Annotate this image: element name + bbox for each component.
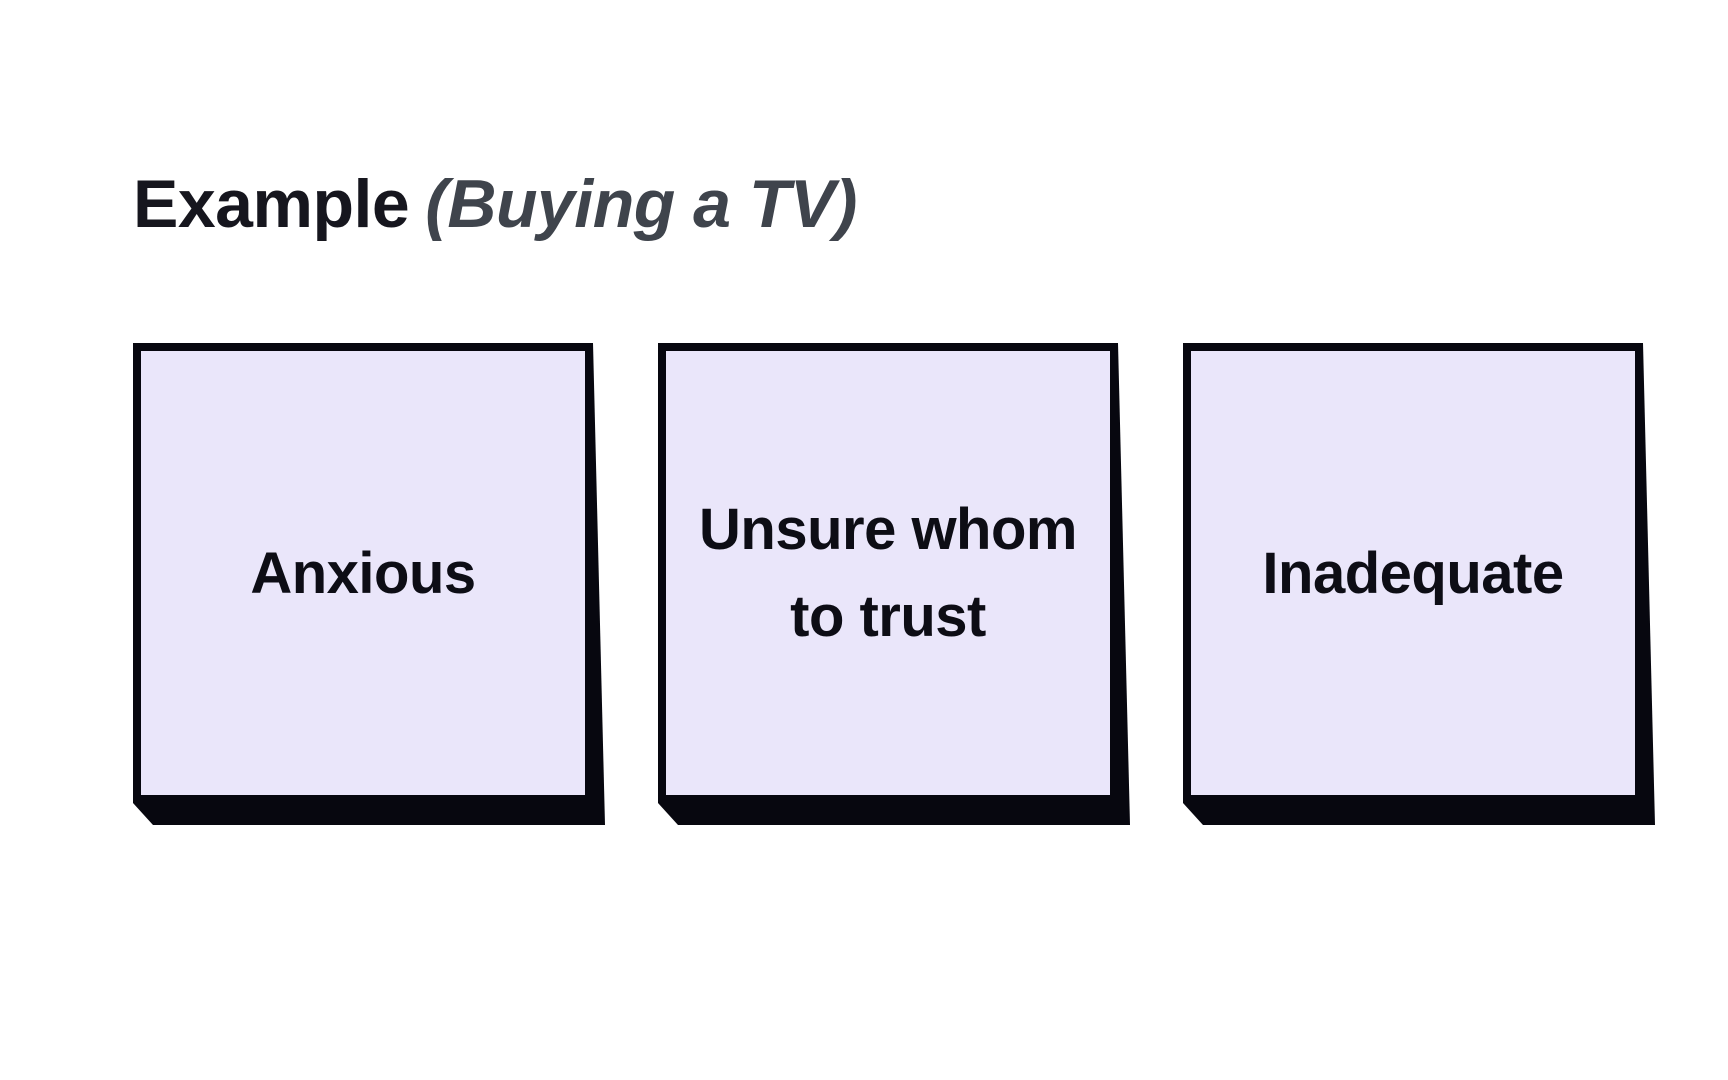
sticky-note-label: Inadequate xyxy=(1262,540,1564,606)
page-title: Example(Buying a TV) xyxy=(133,170,857,238)
sticky-note-face: Inadequate xyxy=(1183,343,1643,803)
sticky-note-label: Anxious xyxy=(250,540,476,606)
sticky-note-unsure-whom-to-trust: Unsure whom to trust xyxy=(658,343,1118,803)
sticky-note-anxious: Anxious xyxy=(133,343,593,803)
sticky-note-face: Anxious xyxy=(133,343,593,803)
page-title-main: Example xyxy=(133,166,410,242)
sticky-note-inadequate: Inadequate xyxy=(1183,343,1643,803)
sticky-note-label: Unsure whom to trust xyxy=(699,497,1078,649)
page-title-annotation: (Buying a TV) xyxy=(425,166,857,242)
sticky-note-face: Unsure whom to trust xyxy=(658,343,1118,803)
